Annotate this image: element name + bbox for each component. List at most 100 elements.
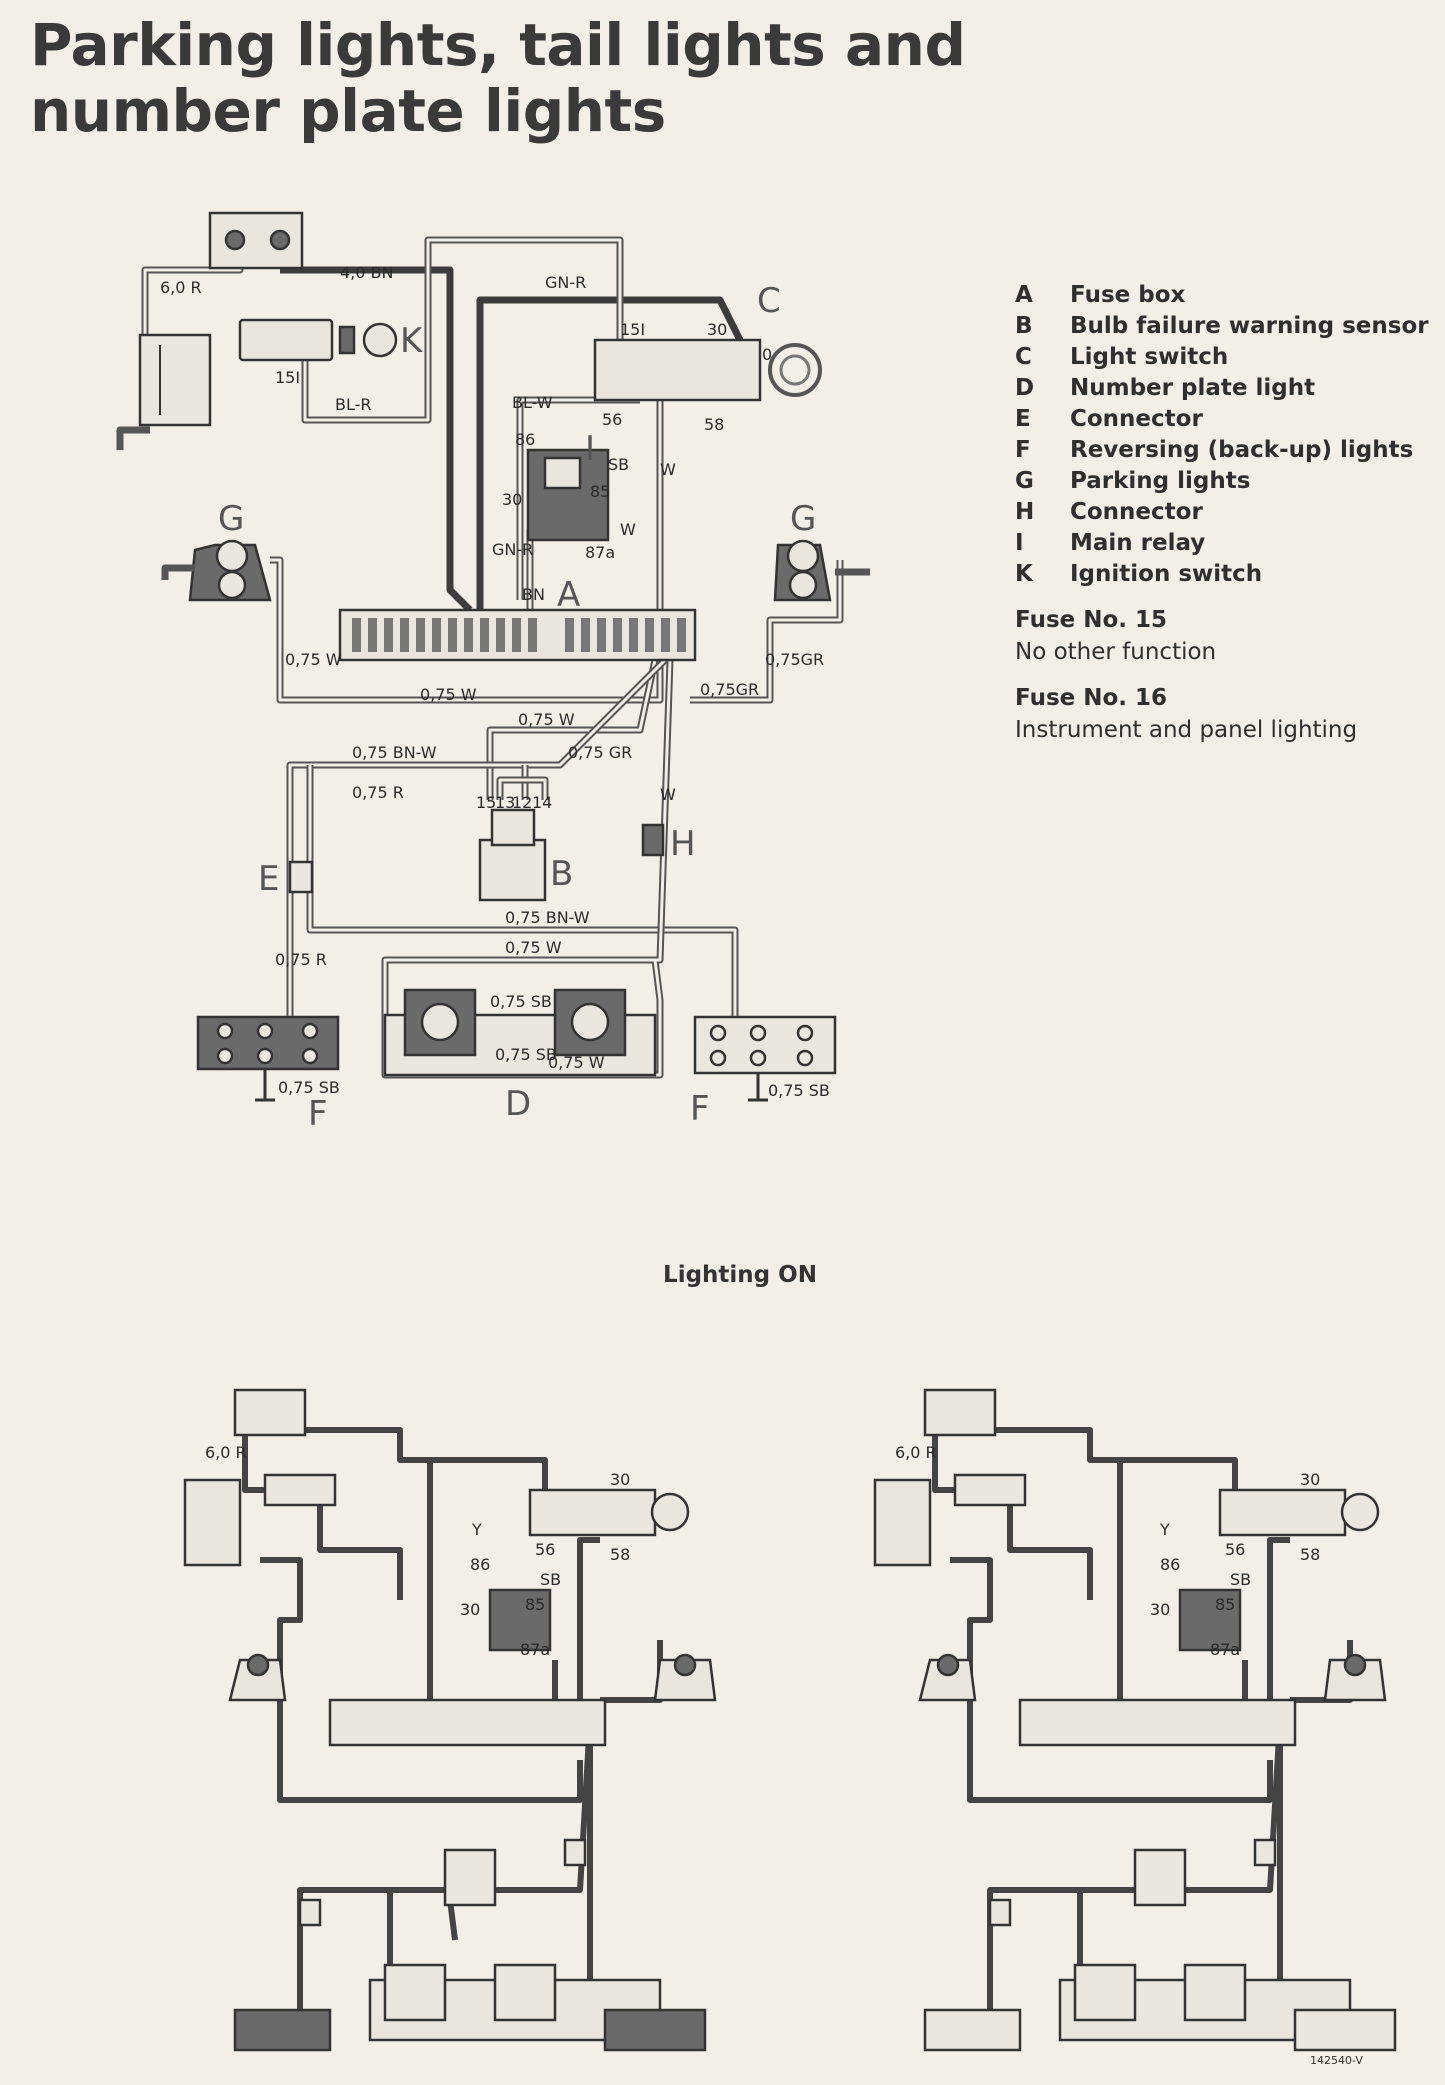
wire-label: BL-R: [335, 395, 372, 414]
label-G-left: G: [218, 499, 244, 539]
wire-harness: [141, 236, 844, 1079]
terminal-87a: 87a: [585, 543, 615, 562]
reversing-light-right: F: [690, 1015, 837, 1129]
mini-terminal-sb: SB: [540, 1570, 561, 1589]
legend-desc: Parking lights: [1070, 468, 1251, 494]
mini-terminal-87a: 87a: [1210, 1640, 1240, 1659]
terminal-30-switch: 30: [707, 320, 727, 339]
legend-row: G Parking lights: [1015, 466, 1429, 497]
legend-key: I: [1015, 530, 1024, 556]
number-plate-light: D: [383, 988, 657, 1124]
title-line-2: number plate lights: [30, 77, 666, 145]
fuse-note: Fuse No. 15 No other function: [1015, 604, 1429, 668]
wire-labels: 6,0 R 4,0 BN GN-R BL-R BL-W W W BN GN-R …: [160, 263, 830, 1100]
mini-terminal-86: 86: [470, 1555, 490, 1574]
terminal-56: 56: [602, 410, 622, 429]
mini-terminal-56: 56: [1225, 1540, 1245, 1559]
battery: [116, 211, 304, 450]
wire-label: 6,0 R: [160, 278, 202, 297]
wire-label: 0,75 W: [420, 685, 477, 704]
mini-wire-label: 6,0 R: [895, 1443, 937, 1462]
reference-code: 142540-V: [1310, 2054, 1363, 2067]
legend-key: E: [1015, 406, 1031, 432]
fuse-note: Fuse No. 16 Instrument and panel lightin…: [1015, 682, 1429, 746]
terminal-58: 58: [704, 415, 724, 434]
legend-row: E Connector: [1015, 404, 1429, 435]
wire-label: 0,75GR: [765, 650, 824, 669]
label-C: C: [757, 281, 781, 321]
wire-label: 0,75 GR: [568, 743, 632, 762]
terminal-86: 86: [515, 430, 535, 449]
wire-label: 0,75 R: [275, 950, 327, 969]
wire-label: BL-W: [512, 393, 553, 412]
wire-label: 0,75 W: [518, 710, 575, 729]
mini-wire-y: Y: [1159, 1520, 1170, 1539]
mini-terminal-30: 30: [610, 1470, 630, 1489]
mini-terminal-30r: 30: [460, 1600, 480, 1619]
sensor-pin-14: 14: [532, 793, 552, 812]
mini-terminal-58: 58: [1300, 1545, 1320, 1564]
fuse-desc: Instrument and panel lighting: [1015, 717, 1358, 743]
connector-H: H: [641, 823, 696, 864]
wire-label: 0,75 R: [352, 783, 404, 802]
sensor-pin-12: 12: [512, 793, 532, 812]
label-B: B: [550, 854, 573, 894]
light-switch: C 15I 30 56 58 0: [593, 281, 822, 434]
wire-label: 0,75 W: [505, 938, 562, 957]
terminal-15-switch: 15I: [620, 320, 645, 339]
label-A: A: [557, 575, 580, 615]
wire-label: W: [660, 785, 676, 804]
wire-label: BN: [522, 585, 545, 604]
legend-desc: Main relay: [1070, 530, 1206, 556]
sensor-pin-13: 13: [495, 793, 515, 812]
parking-light-left: G: [161, 499, 272, 602]
terminal-30-relay: 30: [502, 490, 522, 509]
wire-label: W: [660, 460, 676, 479]
legend-key: B: [1015, 313, 1033, 339]
parking-light-right: G: [773, 499, 870, 602]
wire-label: 0,75 SB: [768, 1081, 830, 1100]
wire-label: 0,75 BN-W: [352, 743, 437, 762]
fuse-row: [352, 618, 686, 652]
fuse-title: Fuse No. 15: [1015, 607, 1168, 633]
fuse-desc: No other function: [1015, 639, 1217, 665]
legend-key: F: [1015, 437, 1031, 463]
mini-wire-label: 6,0 R: [205, 1443, 247, 1462]
terminal-15-ignition: 15I: [275, 368, 300, 387]
wire-label: 0,75 W: [285, 650, 342, 669]
terminal-sb: SB: [608, 455, 629, 474]
legend-key: A: [1015, 282, 1033, 308]
reversing-light-left: F: [196, 1015, 340, 1134]
mini-terminal-sb: SB: [1230, 1570, 1251, 1589]
legend-key: D: [1015, 375, 1035, 401]
legend-key: H: [1015, 499, 1035, 525]
sensor-pin-15: 15: [476, 793, 496, 812]
lighting-on-caption: Lighting ON: [663, 1262, 817, 1288]
legend-key: G: [1015, 468, 1034, 494]
legend-row: I Main relay: [1015, 528, 1429, 559]
mini-terminal-58: 58: [610, 1545, 630, 1564]
wire-label: W: [620, 520, 636, 539]
legend-key: K: [1015, 561, 1033, 587]
wire-label: 0,75 W: [548, 1053, 605, 1072]
page-title: Parking lights, tail lights and number p…: [30, 12, 966, 145]
label-F-left: F: [308, 1094, 328, 1134]
fuse-title: Fuse No. 16: [1015, 685, 1168, 711]
label-F-right: F: [690, 1089, 710, 1129]
connector-E: E: [258, 859, 314, 899]
legend-desc: Connector: [1070, 499, 1203, 525]
legend-row: H Connector: [1015, 497, 1429, 528]
wire-label: 4,0 BN: [340, 263, 393, 282]
fuse-box: A: [338, 575, 697, 662]
terminal-85: 85: [590, 482, 610, 501]
legend-desc: Connector: [1070, 406, 1203, 432]
main-relay: I 86 SB 85 30 87a: [502, 429, 629, 562]
